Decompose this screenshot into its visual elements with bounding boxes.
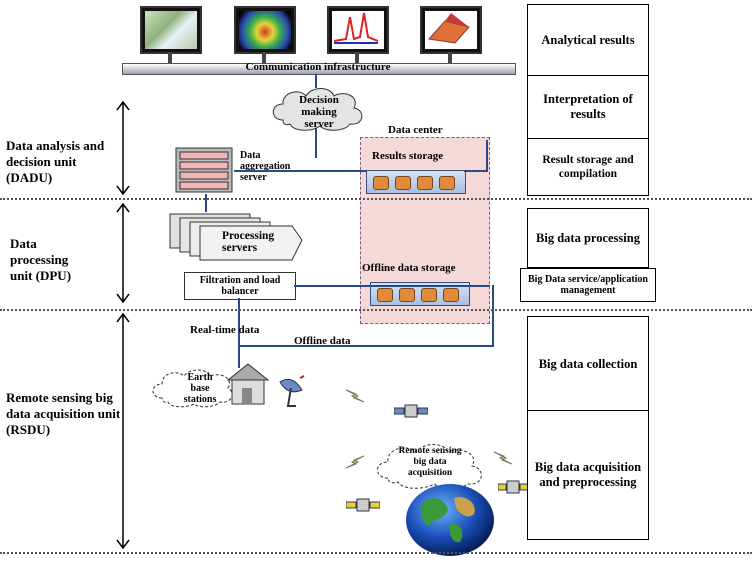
bigdata-processing-text: Big data processing <box>536 230 640 245</box>
satellite-icon <box>393 400 429 422</box>
service-management-text: Big Data service/application management <box>528 274 648 296</box>
monitor-stand <box>448 52 452 64</box>
decision-server-cloud <box>268 84 368 132</box>
earth-stations-label: Earth base stations <box>183 372 217 405</box>
signal-bolt-icon <box>492 446 514 468</box>
satellite-icon <box>345 494 381 516</box>
monitor-peaks <box>327 6 389 54</box>
link-line <box>240 345 494 347</box>
link-line <box>315 128 317 158</box>
interpretation-text: Interpretation of results <box>543 92 633 121</box>
box-bigdata-collection: Big data collection <box>527 316 649 412</box>
link-line <box>205 194 207 212</box>
link-line <box>486 140 488 172</box>
processing-servers-label: Processing servers <box>222 230 275 254</box>
decision-server-label: Decision making server <box>299 94 339 130</box>
remote-sensing-cloud <box>372 440 488 490</box>
box-service-management: Big Data service/application management <box>520 268 656 302</box>
monitor-stand <box>355 52 359 64</box>
box-result-storage: Result storage and compilation <box>527 138 649 196</box>
dpu-label: Data processing unit (DPU) <box>10 236 72 283</box>
communication-bar <box>122 63 516 75</box>
aggregation-server-label: Data aggregation server <box>240 150 291 183</box>
dadu-label: Data analysis and decision unit (DADU) <box>6 138 105 185</box>
filtration-box: Filtration and load balancer <box>184 272 296 300</box>
link-line <box>238 298 240 368</box>
data-center-label: Data center <box>388 124 443 136</box>
monitor-stand <box>262 52 266 64</box>
results-storage-unit <box>366 170 466 194</box>
monitor-surface <box>420 6 482 54</box>
signal-bolt-icon <box>344 452 366 474</box>
separator-line <box>0 198 752 200</box>
acquisition-text: Big data acquisition and preprocessing <box>534 460 642 489</box>
link-line <box>234 170 366 172</box>
box-bigdata-processing: Big data processing <box>527 208 649 268</box>
link-line <box>464 170 488 172</box>
signal-bolt-icon <box>344 384 366 406</box>
offline-data-label: Offline data <box>294 335 351 347</box>
link-line <box>492 285 494 347</box>
filtration-label: Filtration and load balancer <box>199 275 281 297</box>
offline-storage-label: Offline data storage <box>362 262 456 274</box>
analytical-results-text: Analytical results <box>541 32 635 47</box>
separator-line <box>0 552 752 554</box>
unit-span-arrow <box>115 202 131 304</box>
aggregation-server-icon <box>174 146 234 194</box>
satellite-icon <box>497 476 529 498</box>
communication-label: Communication infrastructure <box>245 61 391 73</box>
earth-globe-icon <box>404 480 496 556</box>
house-icon <box>224 362 272 406</box>
results-storage-label: Results storage <box>372 150 444 162</box>
satellite-dish-icon <box>276 374 306 408</box>
unit-span-arrow <box>115 312 131 550</box>
monitor-heatmap <box>234 6 296 54</box>
processing-servers-icon <box>168 212 304 262</box>
earth-stations-cloud <box>150 366 234 408</box>
bigdata-collection-text: Big data collection <box>538 356 638 371</box>
monitor-map <box>140 6 202 54</box>
separator-line <box>0 309 752 311</box>
unit-span-arrow <box>115 100 131 196</box>
monitor-stand <box>168 52 172 64</box>
box-interpretation: Interpretation of results <box>527 75 649 139</box>
link-line <box>294 285 490 287</box>
result-storage-text: Result storage and compilation <box>542 154 634 180</box>
remote-sensing-label: Remote sensing big data acquisition <box>398 446 462 478</box>
box-acquisition: Big data acquisition and preprocessing <box>527 410 649 540</box>
rsdu-label: Remote sensing big data acquisition unit… <box>6 390 121 437</box>
link-line <box>315 74 317 88</box>
realtime-data-label: Real-time data <box>190 324 260 336</box>
box-analytical-results: Analytical results <box>527 4 649 76</box>
